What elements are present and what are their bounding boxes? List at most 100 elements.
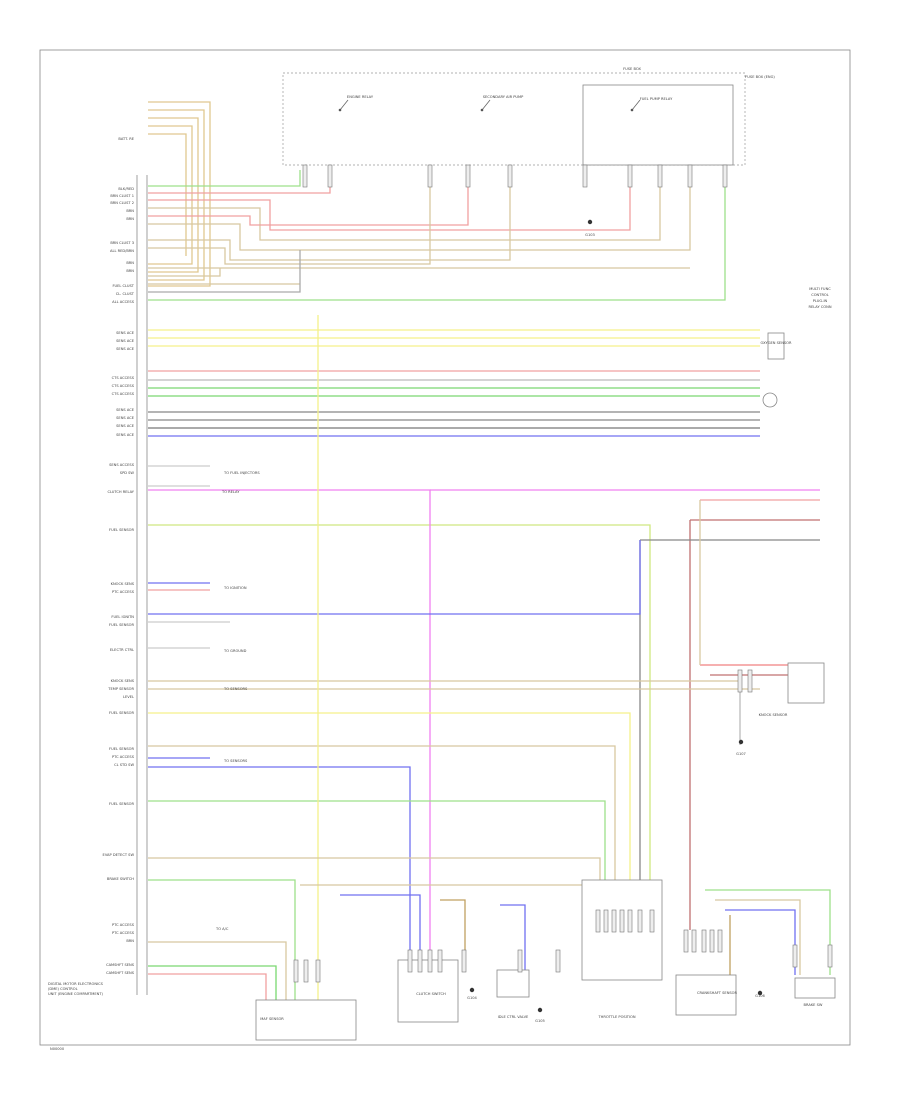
relay-switch-contact bbox=[631, 99, 641, 111]
reference-label: TO SENSORS bbox=[223, 687, 248, 691]
connector-pin bbox=[582, 164, 588, 188]
connector-pin bbox=[595, 909, 601, 933]
control-unit-pin-label: FUEL SENSOR bbox=[109, 528, 134, 532]
wire bbox=[148, 965, 277, 1000]
connector-pin bbox=[737, 669, 743, 693]
control-unit-pin-label: KNOCK SENS bbox=[111, 582, 135, 586]
maf-sensor-box bbox=[255, 999, 357, 1041]
control-unit-pin-label: PTC ACCESS bbox=[112, 931, 135, 935]
footer-code: N00000 bbox=[50, 1047, 65, 1051]
connector-pin bbox=[407, 949, 413, 973]
wire bbox=[148, 133, 187, 256]
wire bbox=[148, 800, 606, 920]
connector-pin bbox=[717, 929, 723, 953]
connector-pin bbox=[687, 164, 693, 188]
connector-pin bbox=[315, 959, 321, 983]
reference-label: TO SENSORS bbox=[223, 759, 248, 763]
wire bbox=[725, 909, 796, 975]
control-unit-pin-label: ALL RED/BRN bbox=[110, 249, 134, 253]
control-unit-pin-label: CLUTCH RELAY bbox=[107, 490, 134, 494]
connector-group bbox=[293, 99, 833, 1013]
wire bbox=[148, 170, 691, 251]
reference-label: TO RELAY bbox=[221, 490, 240, 494]
control-unit-title: UNIT (ENGINE COMPARTMENT) bbox=[48, 992, 104, 996]
wire bbox=[148, 973, 267, 1000]
control-unit-pin-label: BRN bbox=[126, 269, 134, 273]
connector-pin bbox=[555, 949, 561, 973]
wire bbox=[148, 879, 296, 1000]
control-unit-pin-label: FUEL SENSOR bbox=[109, 802, 134, 806]
oxygen-sensor-box bbox=[767, 332, 785, 360]
control-unit-pin-label: PTC ACCESS bbox=[112, 590, 135, 594]
ground-symbol bbox=[587, 219, 593, 225]
control-unit-pin-label: SENS ACE bbox=[116, 416, 135, 420]
connector-pin bbox=[517, 949, 523, 973]
component-label: IDLE CTRL VALVE bbox=[498, 1015, 529, 1019]
connector-pin bbox=[507, 164, 513, 188]
connector-pin bbox=[302, 164, 308, 188]
component-label: KNOCK SENSOR bbox=[759, 713, 788, 717]
control-unit-pin-label: TEMP SENSOR bbox=[107, 687, 134, 691]
relay-label: ENGINE RELAY bbox=[347, 95, 374, 99]
connector-pin bbox=[461, 949, 467, 973]
control-unit-pin-label: CL STD SW bbox=[114, 763, 134, 767]
wire bbox=[148, 170, 431, 265]
ground-symbol bbox=[469, 987, 475, 993]
connector-pin bbox=[293, 959, 299, 983]
wire bbox=[705, 889, 831, 975]
knock-sensor-box bbox=[787, 662, 825, 704]
component-label: CLUTCH SWITCH bbox=[416, 992, 446, 996]
wire bbox=[148, 712, 631, 920]
control-unit-pin-label: SENS ACE bbox=[116, 339, 135, 343]
control-unit-pin-label: BATT. RE bbox=[118, 137, 134, 141]
right-connector-label: RELAY CONN bbox=[808, 305, 831, 309]
wire bbox=[148, 101, 211, 287]
ground-symbol bbox=[537, 1007, 543, 1013]
control-unit-pin-label: CTS ACCESS bbox=[112, 384, 135, 388]
connector-pin bbox=[683, 929, 689, 953]
control-unit-pin-label: CL. CLUST bbox=[116, 292, 135, 296]
control-unit-pin-label: BLK/RED bbox=[118, 187, 134, 191]
control-unit-pin-label: CAMSHFT SENS bbox=[106, 971, 135, 975]
component-label: CRANKSHAFT SENSOR bbox=[697, 991, 737, 995]
relay-label: FUSE BOX bbox=[623, 67, 641, 71]
connector-pin bbox=[427, 949, 433, 973]
control-unit-pin-label: SENS ACCESS bbox=[109, 463, 135, 467]
relay-switch-node bbox=[630, 108, 634, 112]
control-unit-pin-label: SENS ACE bbox=[116, 331, 135, 335]
wire bbox=[148, 170, 301, 187]
wire bbox=[148, 170, 661, 241]
control-unit-pin-label: CTS ACCESS bbox=[112, 376, 135, 380]
reference-label: TO FUEL INJECTORS bbox=[223, 471, 260, 475]
connector-pin bbox=[437, 949, 443, 973]
wire bbox=[148, 489, 431, 960]
control-unit-pin-label: ALL ACCESS bbox=[112, 300, 135, 304]
control-unit-pin-label: SENS ACE bbox=[116, 408, 135, 412]
wire bbox=[440, 899, 466, 960]
wire bbox=[148, 268, 221, 277]
brake-switch-box bbox=[794, 977, 836, 999]
wire bbox=[148, 170, 631, 231]
wire bbox=[148, 250, 301, 293]
connector-pin bbox=[722, 164, 728, 188]
wire bbox=[148, 941, 287, 1000]
control-unit-pin-label: FUEL SENSOR bbox=[109, 623, 134, 627]
control-unit-pin-label: SENS ACE bbox=[116, 433, 135, 437]
right-connector-label: PLUG-IN bbox=[813, 299, 828, 303]
connector-pin bbox=[611, 909, 617, 933]
control-unit-pin-label: FUEL SENSOR bbox=[109, 747, 134, 751]
relay-switch-contact bbox=[339, 99, 349, 111]
connector-pin bbox=[701, 929, 707, 953]
wire bbox=[148, 109, 205, 281]
relay-switch-node bbox=[480, 108, 484, 112]
component-boxes bbox=[255, 332, 836, 1041]
control-unit-pin-label: FUEL CLUST bbox=[112, 284, 134, 288]
fuse-box-outline bbox=[582, 84, 734, 166]
control-unit-pin-label: LEVEL bbox=[123, 695, 134, 699]
control-unit-pin-label: BRN bbox=[126, 261, 134, 265]
relay-box-enclosure bbox=[282, 72, 746, 166]
wire bbox=[148, 117, 199, 273]
wire bbox=[148, 766, 411, 960]
crankshaft-sensor-box bbox=[675, 974, 737, 1016]
connector-pin bbox=[427, 164, 433, 188]
